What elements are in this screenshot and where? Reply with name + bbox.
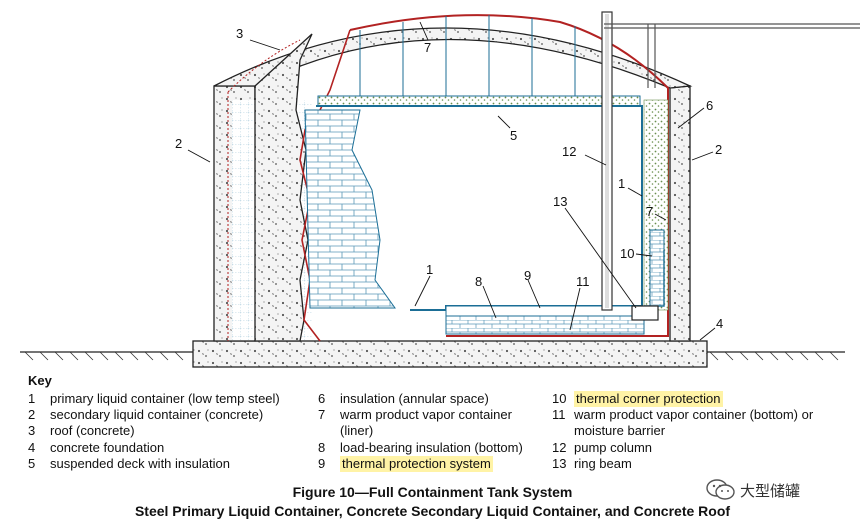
wechat-icon <box>706 479 735 500</box>
callout-13: 13 <box>553 194 567 209</box>
callout-1-bottom: 1 <box>426 262 433 277</box>
callout-7-right: 7 <box>646 204 653 219</box>
callout-12: 12 <box>562 144 576 159</box>
cutaway-concrete-break <box>254 33 313 342</box>
callout-6: 6 <box>706 98 713 113</box>
pump-platform <box>604 23 860 88</box>
warm-vapor-liner-cutaway <box>299 29 351 342</box>
ring-beam <box>631 305 659 321</box>
callout-4: 4 <box>716 316 723 331</box>
figure-caption-title: Figure 10—Full Containment Tank System <box>292 484 573 500</box>
callout-3: 3 <box>236 26 243 41</box>
dotted-liner-edge <box>227 39 301 93</box>
callout-1-right: 1 <box>618 176 625 191</box>
callout-5: 5 <box>510 128 517 143</box>
thermal-protection-system <box>445 305 645 317</box>
key-item: moisture barrier <box>574 423 666 439</box>
callout-2-right: 2 <box>715 142 722 157</box>
concrete-foundation <box>192 340 708 368</box>
tank-cross-section-diagram: 3 7 2 6 2 5 12 1 13 7 10 1 9 8 11 4 <box>20 11 860 368</box>
callout-8: 8 <box>475 274 482 289</box>
callout-11: 11 <box>576 274 590 289</box>
key-title: Key <box>28 373 52 388</box>
callout-7-top: 7 <box>424 40 431 55</box>
suspended-deck <box>317 95 641 107</box>
watermark: 大型储罐 <box>706 478 800 502</box>
thermal-corner-protection <box>649 229 665 307</box>
callout-9: 9 <box>524 268 531 283</box>
watermark-text: 大型储罐 <box>740 481 801 500</box>
load-bearing-insulation <box>445 315 645 335</box>
pump-column-inner <box>605 14 609 308</box>
secondary-container-wall-right <box>669 85 691 342</box>
figure-caption-subtitle: Steel Primary Liquid Container, Concrete… <box>134 503 731 519</box>
callout-2-left: 2 <box>175 136 182 151</box>
concrete-roof <box>213 27 693 89</box>
key-item: (liner) <box>340 423 374 439</box>
brick-insulation-cutaway <box>304 109 396 309</box>
deck-hangers <box>359 15 576 96</box>
ground-hatch-right <box>709 351 839 361</box>
ground-hatch-left <box>24 351 184 361</box>
callout-10: 10 <box>620 246 634 261</box>
leader-lines <box>187 21 716 341</box>
